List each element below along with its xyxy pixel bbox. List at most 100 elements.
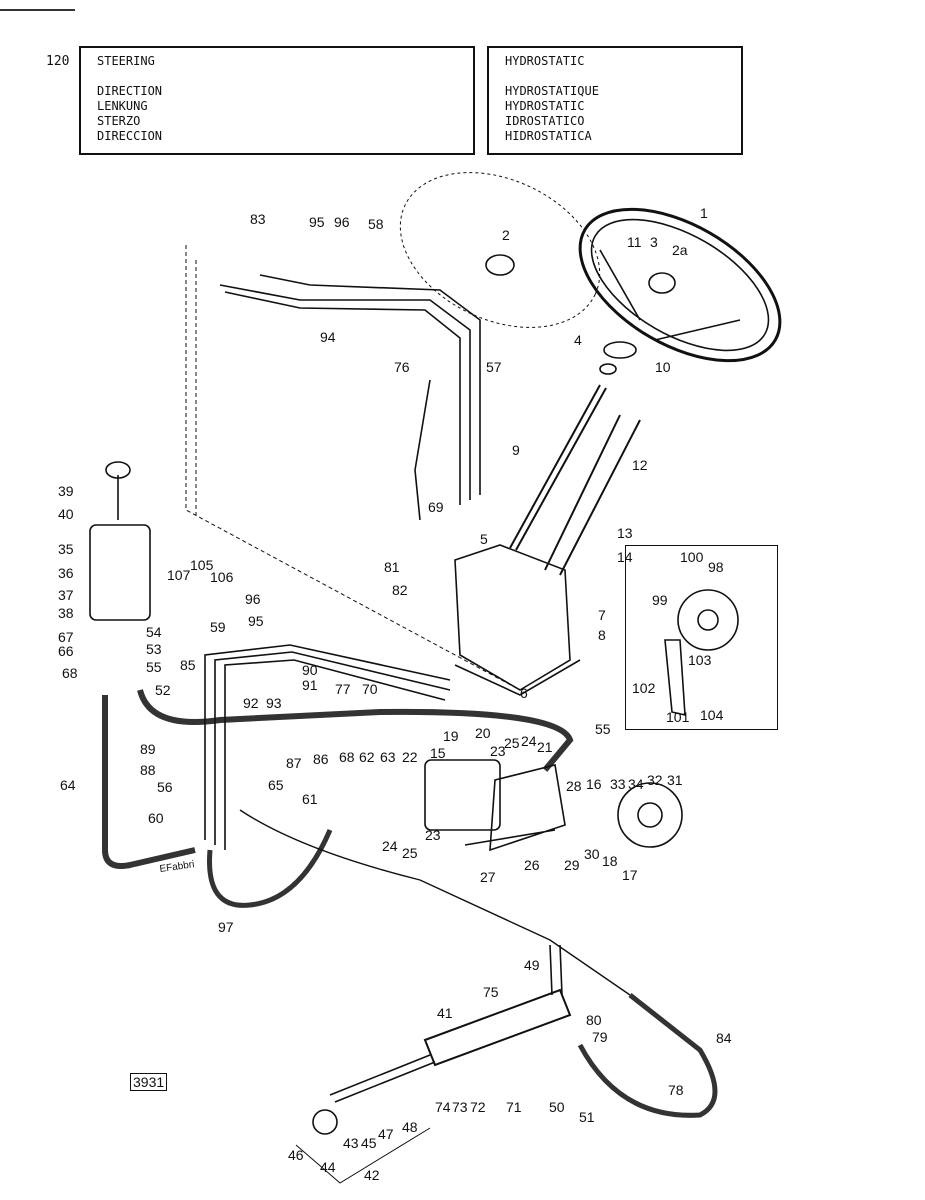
- callout-65: 65: [268, 777, 284, 793]
- flange-hub: [637, 802, 663, 828]
- oil-reservoir: [89, 524, 151, 621]
- callout-39: 39: [58, 483, 74, 499]
- ring-10: [599, 363, 617, 375]
- hose-64: [102, 695, 196, 869]
- callout-38: 38: [58, 605, 74, 621]
- pipe-69: [414, 379, 431, 521]
- translation-fr: HYDROSTATIQUE: [505, 84, 599, 98]
- callout-62: 62: [359, 749, 375, 765]
- callout-23: 23: [425, 827, 441, 843]
- translation-de: LENKUNG: [97, 99, 148, 113]
- callout-76: 76: [394, 359, 410, 375]
- callout-101: 101: [666, 709, 690, 725]
- callout-28: 28: [566, 778, 582, 794]
- callout-49: 49: [524, 957, 540, 973]
- callout-99: 99: [652, 592, 668, 608]
- callout-25: 25: [402, 845, 418, 861]
- pin-49: [549, 944, 563, 996]
- callout-1: 1: [700, 205, 708, 221]
- callout-29: 29: [564, 857, 580, 873]
- callout-77: 77: [335, 681, 351, 697]
- callout-6: 6: [520, 685, 528, 701]
- subsection-title: HYDROSTATIC: [505, 54, 585, 68]
- callout-68: 68: [62, 665, 78, 681]
- artist-signature: EFabbri: [159, 859, 195, 875]
- reference-code: 3931: [130, 1073, 168, 1091]
- callout-3: 3: [650, 234, 658, 250]
- plate-101: [664, 639, 686, 717]
- translation-fr: DIRECTION: [97, 84, 163, 98]
- callout-54: 54: [146, 624, 162, 640]
- callout-106: 106: [210, 569, 234, 585]
- callout-73: 73: [452, 1099, 468, 1115]
- callout-90: 90: [302, 662, 318, 678]
- pipe-bundle-upper: [219, 274, 481, 505]
- callout-5: 5: [480, 531, 488, 547]
- steering-shaft: [509, 384, 607, 551]
- pipe-bundle-lower: [204, 644, 451, 850]
- section-title-box: STEERING DIRECTION LENKUNG STERZO DIRECC…: [79, 46, 475, 155]
- callout-60: 60: [148, 810, 164, 826]
- translation-es: HIDROSTATICA: [505, 129, 592, 143]
- callout-45: 45: [361, 1135, 377, 1151]
- hydraulic-pump: [424, 759, 501, 831]
- callout-48: 48: [402, 1119, 418, 1135]
- horn-cap: [648, 272, 676, 294]
- callout-71: 71: [506, 1099, 522, 1115]
- callout-33: 33: [610, 776, 626, 792]
- wheel-spokes: [599, 249, 741, 341]
- callout-93: 93: [266, 695, 282, 711]
- callout-23: 23: [490, 743, 506, 759]
- callout-55: 55: [146, 659, 162, 675]
- callout-96: 96: [245, 591, 261, 607]
- callout-56: 56: [157, 779, 173, 795]
- callout-92: 92: [243, 695, 259, 711]
- callout-69: 69: [428, 499, 444, 515]
- callout-102: 102: [632, 680, 656, 696]
- callout-50: 50: [549, 1099, 565, 1115]
- drive-flange-31: [617, 782, 683, 848]
- callout-16: 16: [586, 776, 602, 792]
- cap-2: [485, 254, 515, 276]
- callout-100: 100: [680, 549, 704, 565]
- callout-83: 83: [250, 211, 266, 227]
- flange-98: [677, 589, 739, 651]
- callout-74: 74: [435, 1099, 451, 1115]
- callout-96: 96: [334, 214, 350, 230]
- callout-30: 30: [584, 846, 600, 862]
- ghost-steering-wheel: [399, 172, 601, 328]
- hose-78: [577, 993, 718, 1118]
- pipe-to-cylinder: [239, 809, 631, 996]
- callout-57: 57: [486, 359, 502, 375]
- callout-2: 2: [502, 227, 510, 243]
- callout-20: 20: [475, 725, 491, 741]
- callout-21: 21: [537, 739, 553, 755]
- callout-35: 35: [58, 541, 74, 557]
- callout-46: 46: [288, 1147, 304, 1163]
- callout-34: 34: [628, 776, 644, 792]
- callout-107: 107: [167, 567, 191, 583]
- callout-27: 27: [480, 869, 496, 885]
- callout-64: 64: [60, 777, 76, 793]
- callout-67: 67: [58, 629, 74, 645]
- callout-95: 95: [248, 613, 264, 629]
- reservoir-cap: [105, 461, 131, 479]
- callout-95: 95: [309, 214, 325, 230]
- callout-2a: 2a: [672, 242, 688, 258]
- callout-18: 18: [602, 853, 618, 869]
- callout-51: 51: [579, 1109, 595, 1125]
- callout-75: 75: [483, 984, 499, 1000]
- callout-103: 103: [688, 652, 712, 668]
- callout-19: 19: [443, 728, 459, 744]
- callout-87: 87: [286, 755, 302, 771]
- piston-rod: [329, 1054, 436, 1103]
- flange-detail-inset: [625, 545, 778, 730]
- steering-wheel: [578, 207, 782, 363]
- callout-98: 98: [708, 559, 724, 575]
- callout-15: 15: [430, 745, 446, 761]
- tie-rod-end-43: [312, 1109, 338, 1135]
- callout-14: 14: [617, 549, 633, 565]
- callout-8: 8: [598, 627, 606, 643]
- callout-82: 82: [392, 582, 408, 598]
